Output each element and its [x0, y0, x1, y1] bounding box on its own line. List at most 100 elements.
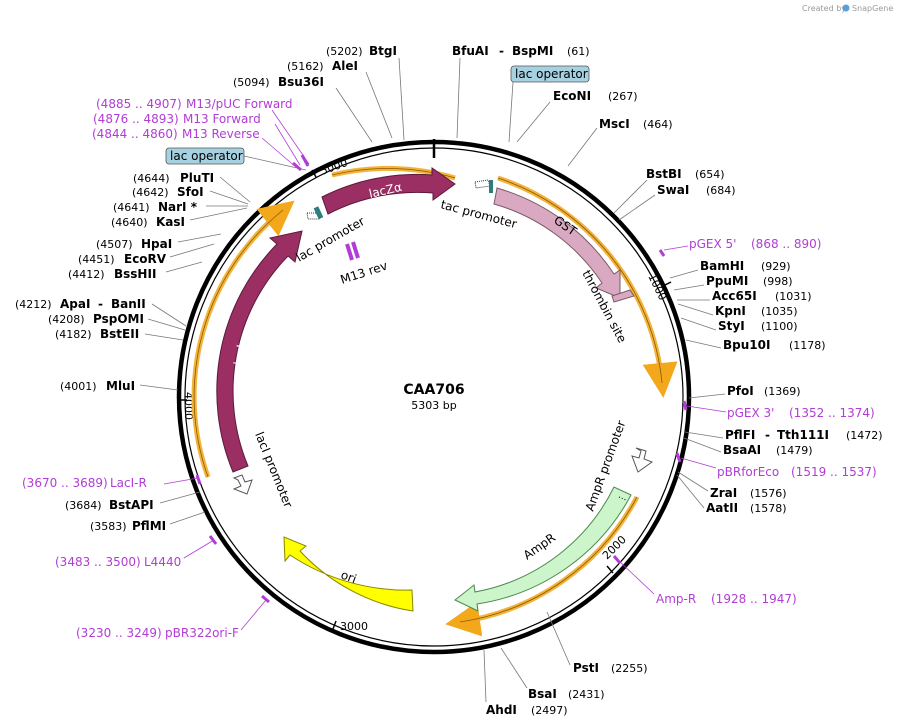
enzyme-bsshii: BssHII [114, 267, 156, 281]
enzyme-pos-pflmi: (3583) [90, 520, 127, 533]
enzyme-ppumi: PpuMI [706, 274, 748, 288]
feature-thrombin-site [611, 289, 635, 303]
lac-operator-top-box [510, 65, 590, 83]
enzyme-msci: MscI [599, 117, 630, 131]
enzyme-bamhi: BamHI [700, 259, 744, 273]
tick-1000 [662, 281, 672, 287]
enzyme-pos-bstapi: (3684) [65, 499, 102, 512]
enzyme-pos-bsai: (2431) [568, 688, 605, 701]
enzyme-bstbi: BstBI [646, 167, 682, 181]
tick-label-3000: 3000 [340, 620, 368, 633]
enzyme-tth111i: Tth111I [777, 428, 829, 442]
enzyme-bsaai: BsaAI [723, 443, 761, 457]
feature-ampr [454, 486, 632, 612]
enzyme-ecorv: EcoRV [124, 252, 167, 266]
enzyme-zrai: ZraI [710, 486, 737, 500]
primer-pgex3: pGEX 3' [727, 406, 774, 420]
enzyme-pos-bstbi: (654) [695, 168, 725, 181]
plasmid-size: 5303 bp [411, 399, 456, 412]
enzyme-pos-sfoi: (4642) [132, 186, 169, 199]
tick-2000 [606, 565, 614, 574]
enzyme-swai: SwaI [657, 183, 689, 197]
enzyme-pspomi: PspOMI [93, 312, 144, 326]
primer-range-laci-r: (3670 .. 3689) [22, 476, 108, 490]
primer-range-m13puc-forward: (4885 .. 4907) [96, 97, 182, 111]
enzyme-pos-zrai: (1576) [750, 487, 787, 500]
enzyme-styi: StyI [718, 319, 745, 333]
enzyme-apai: ApaI [60, 297, 90, 311]
enzyme-mlui: MluI [106, 379, 135, 393]
enzyme-bpu10i: Bpu10I [723, 338, 770, 352]
primer-amp-r: Amp-R [656, 592, 696, 606]
credit-brand: SnapGene [852, 4, 893, 13]
tick-5000 [311, 169, 317, 178]
enzyme-pos-bamhi: (929) [761, 260, 791, 273]
enzyme-pos-psti: (2255) [611, 662, 648, 675]
orf-arcs [191, 165, 678, 637]
primer-pgex5: pGEX 5' [689, 237, 736, 251]
primer-range-pgex3: (1352 .. 1374) [789, 406, 875, 420]
enzyme-bspmi: BspMI [512, 44, 553, 58]
feature-lac-operator-top-mark [489, 180, 493, 193]
feature-lacza [321, 167, 456, 215]
enzyme-aatii: AatII [706, 501, 738, 515]
enzyme-banii: BanII [111, 297, 146, 311]
enzyme-pos-pspomi: (4208) [48, 313, 85, 326]
enzyme-pos-styi: (1100) [761, 320, 798, 333]
feature-m13rev-mark-2 [351, 241, 360, 259]
plasmid-name: CAA706 [403, 382, 464, 398]
enzyme-kpni: KpnI [715, 304, 746, 318]
feature-m13rev-label: M13 rev [339, 259, 390, 287]
enzyme-pos-pluti: (4644) [133, 172, 170, 185]
primer-range-amp-r: (1928 .. 1947) [711, 592, 797, 606]
snapgene-credit: Created by SnapGene [802, 4, 893, 13]
primer-range-m13-forward: (4876 .. 4893) [93, 112, 179, 126]
enzyme-pos-econi: (267) [608, 90, 638, 103]
tick-3000 [332, 620, 337, 630]
enzyme-acc65i: Acc65I [712, 289, 757, 303]
enzyme-sfoi: SfoI [177, 185, 204, 199]
enzyme-ahdi: AhdI [486, 703, 517, 717]
enzyme-pos-pfoi: (1369) [764, 385, 801, 398]
enzyme-pos-msci: (464) [643, 118, 673, 131]
enzyme-btgi: BtgI [369, 44, 397, 58]
enzyme-econi: EcoNI [553, 89, 591, 103]
enzyme-psti: PstI [573, 661, 599, 675]
enzyme-pos-pflfi: (1472) [846, 429, 883, 442]
enzyme-pos-swai: (684) [706, 184, 736, 197]
credit-prefix: Created by [802, 4, 846, 13]
primer-laci-r: LacI-R [110, 476, 147, 490]
feature-laci-promoter-label: lacI promoter [252, 430, 295, 510]
enzyme-pos-ahdi: (2497) [531, 704, 568, 717]
enzyme-bsai: BsaI [528, 687, 557, 701]
lac-operator-top-label: lac operator [515, 67, 588, 81]
primer-pbr322ori-f: pBR322ori-F [165, 626, 239, 640]
restriction-sites: (5202) BtgI (5162) AleI (5094) Bsu36I Bf… [15, 44, 883, 717]
svg-text:-: - [765, 428, 770, 442]
enzyme-pos-bsteii: (4182) [55, 328, 92, 341]
primer-range-pbrforeco: (1519 .. 1537) [791, 465, 877, 479]
enzyme-pos-bsaai: (1479) [776, 444, 813, 457]
enzyme-pos-ecorv: (4451) [78, 253, 115, 266]
primers: (4885 .. 4907) M13/pUC Forward (4876 .. … [22, 97, 877, 640]
lac-operator-boxes: lac operator lac operator [165, 65, 590, 171]
enzyme-bsteii: BstEII [100, 327, 139, 341]
enzyme-pos-kpni: (1035) [761, 305, 798, 318]
feature-laci-label: lacI [231, 344, 248, 367]
enzyme-nari: NarI * [158, 200, 198, 214]
enzyme-pos-bpu10i: (1178) [789, 339, 826, 352]
enzyme-pos-bsshii: (4412) [68, 268, 105, 281]
feature-laci-promoter-arrow [232, 474, 253, 495]
feature-ori [283, 536, 414, 612]
lac-operator-left-box [165, 147, 245, 165]
feature-m13rev-mark-1 [345, 243, 354, 261]
enzyme-bsu36i: Bsu36I [278, 75, 324, 89]
enzyme-pos-acc65i: (1031) [775, 290, 812, 303]
enzyme-hpai: HpaI [141, 237, 172, 251]
enzyme-pos-btgi: (5202) [326, 45, 363, 58]
primer-range-l4440: (3483 .. 3500) [55, 555, 141, 569]
enzyme-pos-bfuai: (61) [567, 45, 590, 58]
feature-laci [216, 230, 303, 473]
enzyme-kasi: KasI [156, 215, 185, 229]
